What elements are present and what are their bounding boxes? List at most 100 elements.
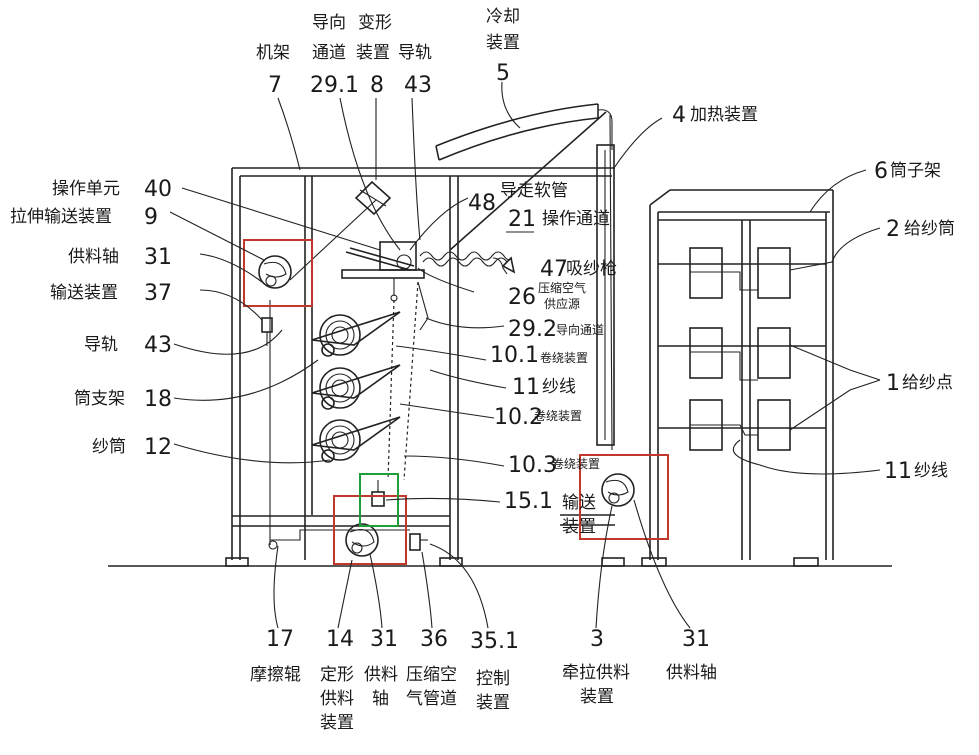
cooling-device bbox=[435, 103, 613, 451]
label-yarn-right-cn: 纱线 bbox=[914, 461, 948, 481]
label-frame-cn: 机架 bbox=[256, 43, 290, 63]
label-yarn-cn: 纱线 bbox=[542, 377, 576, 397]
label-feed-shaft-a-cn: 供料轴 bbox=[68, 247, 119, 267]
label-winder-102-num: 10.2 bbox=[494, 405, 543, 430]
label-friction-roll-num: 17 bbox=[266, 627, 294, 652]
label-pull-feed-num: 3 bbox=[590, 627, 604, 652]
label-bobbin-num: 12 bbox=[144, 435, 172, 460]
label-air-pipe-cn2: 气管道 bbox=[406, 689, 457, 709]
label-guide-292-cn: 导向通道 bbox=[556, 322, 604, 337]
label-air-supply-cn1: 压缩空气 bbox=[538, 280, 586, 295]
heater-column bbox=[596, 144, 615, 446]
label-winder-103-num: 10.3 bbox=[508, 453, 557, 478]
label-yarn-right-num: 11 bbox=[884, 459, 912, 484]
label-air-pipe-num: 36 bbox=[420, 627, 448, 652]
draw-feed-device bbox=[258, 255, 292, 289]
highlight-pull-feed bbox=[579, 454, 669, 540]
label-op-channel-cn: 操作通道 bbox=[542, 209, 610, 229]
label-op-unit-cn: 操作单元 bbox=[52, 179, 120, 199]
label-deform-cn1: 变形 bbox=[358, 13, 392, 33]
label-winder-101-num: 10.1 bbox=[490, 343, 539, 368]
label-setting-feed-cn2: 供料 bbox=[320, 689, 354, 709]
label-op-unit-num: 40 bbox=[144, 177, 172, 202]
label-tube-holder-num: 18 bbox=[144, 387, 172, 412]
label-hose-cn: 导走软管 bbox=[500, 181, 568, 201]
highlight-setting-feed bbox=[333, 495, 407, 565]
label-pull-feed-cn1: 牵拉供料 bbox=[562, 663, 630, 683]
deformation-device bbox=[354, 180, 392, 216]
winding-device-3 bbox=[311, 416, 401, 463]
label-guide-292-num: 29.2 bbox=[508, 317, 557, 342]
label-air-supply-cn2: 供应源 bbox=[544, 296, 580, 311]
label-feed-shaft-b-num: 31 bbox=[370, 627, 398, 652]
label-op-channel-num: 21 bbox=[508, 207, 536, 232]
label-deform-num: 8 bbox=[370, 73, 384, 98]
label-feed-shaft-c-cn: 供料轴 bbox=[666, 663, 717, 683]
label-cooling-cn2: 装置 bbox=[486, 33, 520, 53]
label-friction-roll-cn: 摩擦辊 bbox=[250, 665, 301, 685]
winding-device-1 bbox=[311, 311, 401, 357]
label-setting-feed-num: 14 bbox=[326, 627, 354, 652]
label-winder-102-cn: 卷绕装置 bbox=[534, 408, 582, 423]
label-feed-shaft-b-cn2: 轴 bbox=[372, 689, 389, 709]
label-frame-num: 7 bbox=[268, 73, 282, 98]
label-feed-shaft-a-num: 31 bbox=[144, 245, 172, 270]
label-feed-point-cn: 给纱点 bbox=[902, 373, 953, 393]
label-control-cn2: 装置 bbox=[476, 693, 510, 713]
label-cooling-cn1: 冷却 bbox=[486, 7, 520, 27]
label-supply-bobbin-cn: 给纱筒 bbox=[904, 219, 955, 239]
label-conveyor-151-num: 15.1 bbox=[504, 489, 553, 514]
label-rail-top-cn: 导轨 bbox=[398, 43, 432, 63]
label-guide-channel-cn2: 通道 bbox=[312, 43, 346, 63]
label-tube-holder-cn: 筒支架 bbox=[74, 389, 125, 409]
label-creel-cn: 筒子架 bbox=[890, 161, 941, 181]
label-draw-feed-cn: 拉伸输送装置 bbox=[10, 207, 112, 227]
label-feed-point-num: 1 bbox=[886, 371, 900, 396]
yarn-path bbox=[268, 199, 429, 550]
suction-hose bbox=[419, 251, 516, 275]
label-supply-bobbin-num: 2 bbox=[886, 217, 900, 242]
label-setting-feed-cn1: 定形 bbox=[320, 665, 354, 685]
compressed-air-pipe bbox=[409, 533, 428, 551]
label-air-pipe-cn1: 压缩空 bbox=[406, 665, 457, 685]
label-control-num: 35.1 bbox=[470, 629, 519, 654]
setting-feed-device bbox=[345, 523, 379, 557]
label-winder-101-cn: 卷绕装置 bbox=[540, 350, 588, 365]
label-conveyor-151-cn2: 装置 bbox=[562, 517, 596, 537]
label-conveyor-37-num: 37 bbox=[144, 281, 172, 306]
label-suction-gun-num: 47 bbox=[540, 257, 568, 282]
label-conveyor-151-cn1: 输送 bbox=[562, 493, 596, 513]
label-suction-gun-cn: 吸纱枪 bbox=[566, 259, 617, 279]
label-draw-feed-num: 9 bbox=[144, 205, 158, 230]
label-rail-top-num: 43 bbox=[404, 73, 432, 98]
label-heater-cn: 加热装置 bbox=[690, 105, 758, 125]
label-deform-cn2: 装置 bbox=[356, 43, 390, 63]
pull-feed-device bbox=[601, 473, 635, 507]
label-rail-cn: 导轨 bbox=[84, 335, 118, 355]
operating-unit bbox=[341, 241, 425, 302]
highlight-conveyor bbox=[359, 473, 399, 527]
label-pull-feed-cn2: 装置 bbox=[580, 687, 614, 707]
label-heater-num: 4 bbox=[672, 103, 686, 128]
label-hose-num: 48 bbox=[468, 191, 496, 216]
label-rail-num: 43 bbox=[144, 333, 172, 358]
label-control-cn1: 控制 bbox=[476, 669, 510, 689]
label-yarn-num: 11 bbox=[512, 375, 540, 400]
label-creel-num: 6 bbox=[874, 159, 888, 184]
label-feed-shaft-b-cn1: 供料 bbox=[364, 665, 398, 685]
leader-lines bbox=[169, 81, 881, 629]
winding-device-2 bbox=[311, 364, 401, 410]
label-bobbin-cn: 纱筒 bbox=[92, 437, 126, 457]
label-winder-103-cn: 卷绕装置 bbox=[552, 456, 600, 471]
label-feed-shaft-c-num: 31 bbox=[682, 627, 710, 652]
label-guide-channel-cn1: 导向 bbox=[312, 13, 346, 33]
label-conveyor-37-cn: 输送装置 bbox=[50, 283, 118, 303]
label-setting-feed-cn3: 装置 bbox=[320, 713, 354, 733]
creel-frame bbox=[641, 189, 834, 567]
label-cooling-num: 5 bbox=[496, 61, 510, 86]
label-guide-channel-num: 29.1 bbox=[310, 73, 359, 98]
label-air-supply-num: 26 bbox=[508, 285, 536, 310]
conveyor-device bbox=[371, 480, 385, 507]
highlight-draw-feed bbox=[243, 239, 313, 307]
